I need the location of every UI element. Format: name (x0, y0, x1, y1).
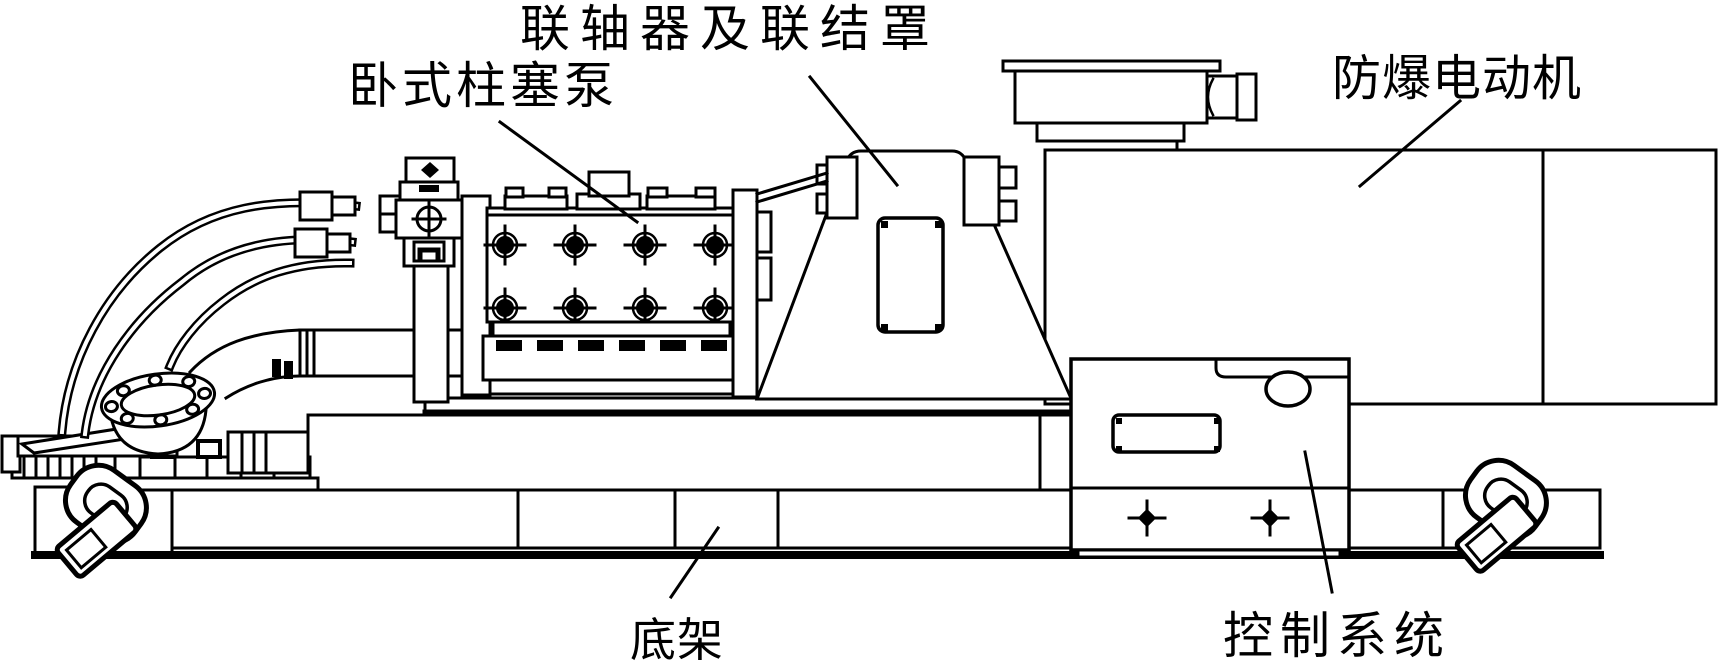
display-window (1111, 413, 1222, 454)
coupling-guard (754, 149, 1075, 401)
discharge-pipe (226, 430, 310, 475)
leader-control-system (1303, 450, 1334, 594)
valve-block (378, 156, 464, 404)
leader-base-frame (668, 525, 721, 600)
explosion-proof-motor (1001, 59, 1718, 406)
pipe-elbow-flange (99, 328, 489, 456)
label-base-frame: 底架 (630, 613, 724, 667)
label-motor: 防爆电动机 (1332, 50, 1582, 107)
base-frame (31, 485, 1604, 559)
hoses (57, 190, 361, 440)
leader-motor (1357, 98, 1463, 189)
leader-pump (497, 119, 640, 225)
terminal-junction-box (1001, 59, 1258, 152)
label-coupling: 联轴器及联结罩 (520, 0, 940, 58)
pump-pedestal (306, 396, 1075, 492)
valve-diamond-icon (421, 162, 439, 178)
pump-support-feet (93, 439, 320, 492)
leader-coupling (807, 74, 900, 188)
leader-lines (497, 74, 1463, 600)
control-system-box (1069, 357, 1351, 559)
cable-gland-icon (1264, 370, 1312, 408)
horizontal-piston-pump (460, 170, 773, 399)
label-pump: 卧式柱塞泵 (348, 57, 618, 115)
suction-flange (99, 371, 217, 429)
label-control-system: 控制系统 (1223, 607, 1451, 665)
